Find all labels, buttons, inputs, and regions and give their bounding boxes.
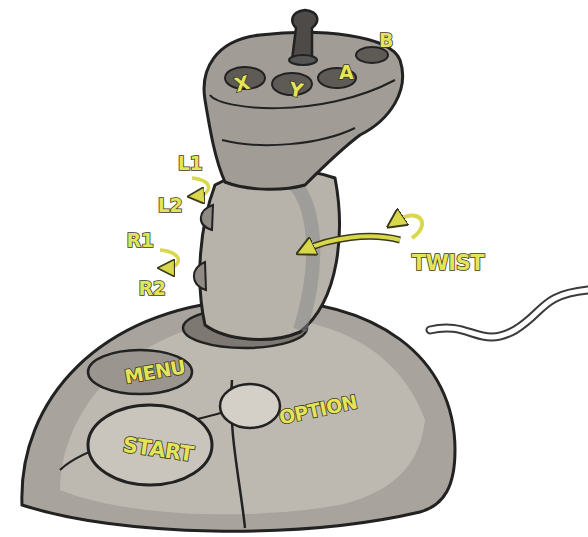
trigger-l	[201, 205, 213, 230]
part-label: L1	[178, 154, 202, 173]
part-label: L2	[158, 196, 182, 215]
cable-core	[430, 290, 588, 337]
part-label: TWIST	[412, 253, 484, 274]
part-label: B	[379, 31, 393, 50]
head-edge	[222, 128, 355, 145]
hat-base	[289, 55, 317, 65]
cable	[430, 290, 588, 337]
stick-head	[204, 32, 403, 189]
press-arrow	[160, 250, 178, 268]
menu-button	[88, 350, 192, 394]
twist-arrow	[305, 236, 400, 250]
option-button	[220, 384, 280, 428]
trigger-r	[194, 262, 206, 290]
press-arrow	[192, 178, 209, 196]
twist-curl	[395, 215, 422, 238]
hat-switch	[292, 10, 317, 60]
stick-shade	[290, 180, 313, 330]
part-label: A	[339, 63, 353, 82]
part-label: R2	[139, 279, 166, 298]
twist-arrow-outline	[305, 236, 400, 250]
start-button	[88, 405, 212, 485]
stick-body	[200, 171, 340, 340]
part-label: R1	[127, 231, 154, 250]
